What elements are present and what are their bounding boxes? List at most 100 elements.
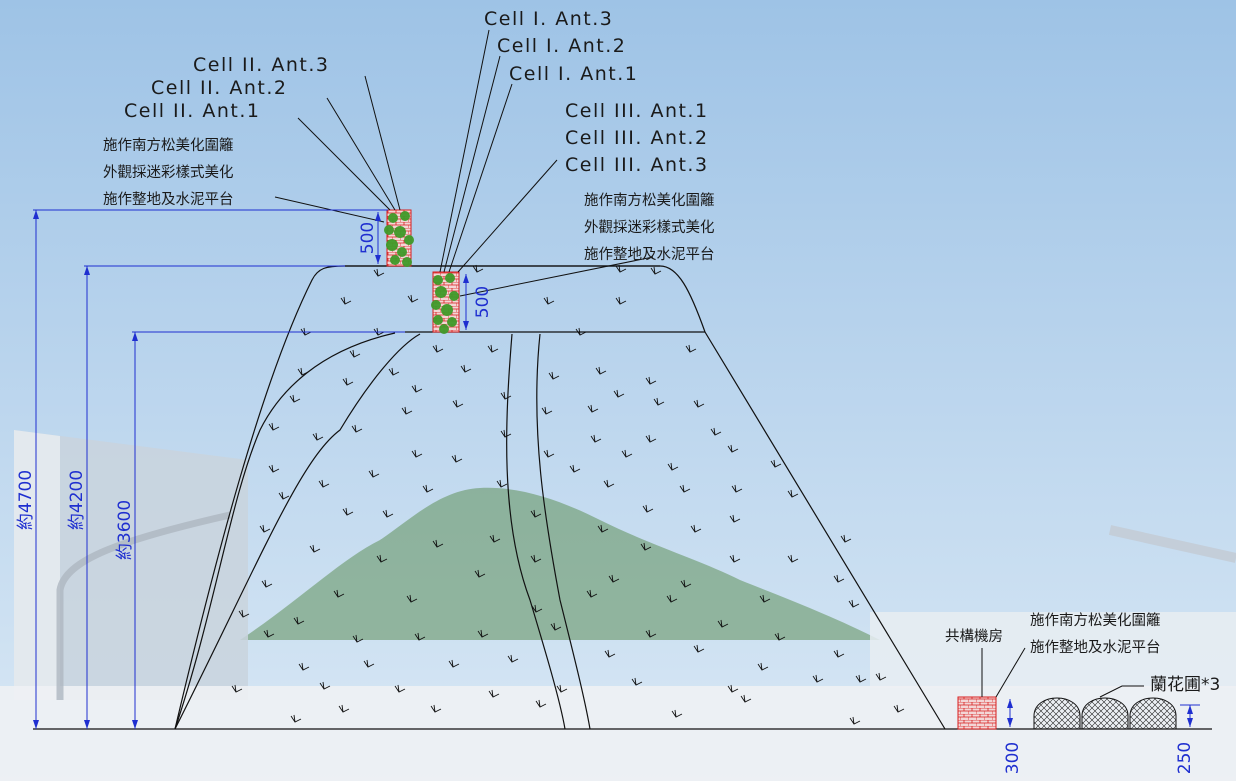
grass-mark — [411, 449, 423, 458]
grass-mark — [477, 629, 489, 638]
label-cell1-ant3: Cell I. Ant.3 — [484, 8, 613, 30]
lower-antenna-pole — [431, 271, 460, 334]
grass-mark — [500, 391, 512, 400]
grass-mark — [451, 454, 463, 463]
grass-mark — [342, 507, 354, 516]
grass-mark — [840, 534, 852, 543]
grass-mark — [667, 462, 679, 471]
note-bottom-right-1: 施作南方松美化圍籬 — [1030, 612, 1161, 629]
grass-mark — [268, 422, 280, 431]
grass-mark — [812, 674, 824, 683]
grass-mark — [833, 574, 845, 583]
grass-mark — [621, 449, 633, 458]
grass-mark — [597, 524, 609, 533]
grass-mark — [645, 376, 657, 385]
grass-mark — [645, 434, 657, 443]
grass-mark — [231, 684, 243, 693]
grass-mark — [289, 394, 301, 403]
grass-mark — [645, 629, 657, 638]
note-bottom-right-2: 施作整地及水泥平台 — [1030, 639, 1161, 656]
grass-mark — [603, 479, 615, 488]
dim-lower-terrace: 約3600 — [115, 500, 135, 560]
dim-pole-lower: 500 — [473, 286, 493, 318]
grass-mark — [569, 464, 581, 473]
grass-mark — [653, 397, 665, 406]
note-top-right-3: 施作整地及水泥平台 — [584, 246, 715, 263]
label-cell1-ant2: Cell I. Ant.2 — [497, 35, 626, 57]
left-building — [14, 430, 248, 700]
grass-mark — [543, 296, 555, 305]
label-cell1-ant1: Cell I. Ant.1 — [509, 63, 638, 85]
grass-mark — [298, 662, 310, 671]
label-cell2-ant3: Cell II. Ant.3 — [193, 54, 329, 76]
grass-mark — [727, 684, 739, 693]
grass-mark — [309, 544, 321, 553]
grass-mark — [757, 662, 769, 671]
grass-mark — [613, 389, 625, 398]
dim-upper-terrace: 約4200 — [67, 470, 87, 530]
grass-mark — [693, 644, 705, 653]
grass-mark — [650, 266, 662, 275]
grass-mark — [268, 464, 280, 473]
grass-mark — [615, 296, 627, 305]
equipment-room — [957, 696, 997, 730]
grass-mark — [349, 349, 361, 358]
grass-mark — [893, 704, 905, 713]
grass-mark — [608, 574, 620, 583]
label-cell2-ant2: Cell II. Ant.2 — [151, 77, 287, 99]
dim-pole-upper: 500 — [358, 222, 378, 254]
grass-mark — [411, 384, 423, 393]
grass-mark — [586, 589, 598, 598]
grass-mark — [489, 534, 501, 543]
note-top-right-2: 外觀採迷彩樣式美化 — [584, 219, 715, 236]
grass-mark — [394, 684, 406, 693]
grass-mark — [543, 449, 555, 458]
grass-mark — [406, 594, 418, 603]
upper-antenna-pole — [384, 209, 414, 267]
right-building — [870, 612, 1236, 688]
grass-mark — [671, 709, 683, 718]
grass-mark — [855, 674, 867, 683]
grass-mark — [693, 399, 705, 408]
grass-mark — [430, 704, 442, 713]
grass-mark — [640, 542, 652, 551]
grass-mark — [422, 484, 434, 493]
grass-mark — [787, 489, 799, 498]
grass-mark — [685, 344, 697, 353]
note-top-right-1: 施作南方松美化圍籬 — [584, 192, 715, 209]
grass-mark — [259, 524, 271, 533]
grass-mark — [373, 268, 385, 277]
grass-mark — [666, 594, 678, 603]
orchid-garden-3 — [1129, 697, 1177, 730]
grass-mark — [312, 432, 324, 441]
label-cell3-ant2: Cell III. Ant.2 — [565, 127, 709, 149]
dimension-lines — [33, 209, 1200, 729]
dim-room-height: 300 — [1003, 742, 1023, 774]
grass-mark — [452, 399, 464, 408]
label-orchid-garden: 蘭花圃*3 — [1150, 675, 1220, 695]
grass-mark — [615, 264, 627, 273]
grass-mark — [319, 681, 331, 690]
street-lamp-left — [56, 511, 231, 700]
grass-mark — [631, 677, 643, 686]
grass-mark — [849, 716, 861, 725]
grass-mark — [368, 469, 380, 478]
grass-mark — [401, 406, 413, 415]
grass-mark — [848, 599, 860, 608]
label-cell2-ant1: Cell II. Ant.1 — [124, 100, 260, 122]
orchid-garden-2 — [1081, 697, 1129, 730]
grass-mark — [414, 632, 426, 641]
grass-mark — [731, 484, 743, 493]
grass-mark — [759, 594, 771, 603]
label-cell3-ant1: Cell III. Ant.1 — [565, 100, 709, 122]
grass-mark — [530, 554, 542, 563]
note-top-left-1: 施作南方松美化圍籬 — [103, 137, 234, 154]
grass-mark — [488, 689, 500, 698]
grass-mark — [710, 427, 722, 436]
grass-mark — [363, 659, 375, 668]
dimension-arrows — [33, 210, 1193, 729]
grass-mark — [535, 699, 547, 708]
grass-mark — [774, 632, 786, 641]
